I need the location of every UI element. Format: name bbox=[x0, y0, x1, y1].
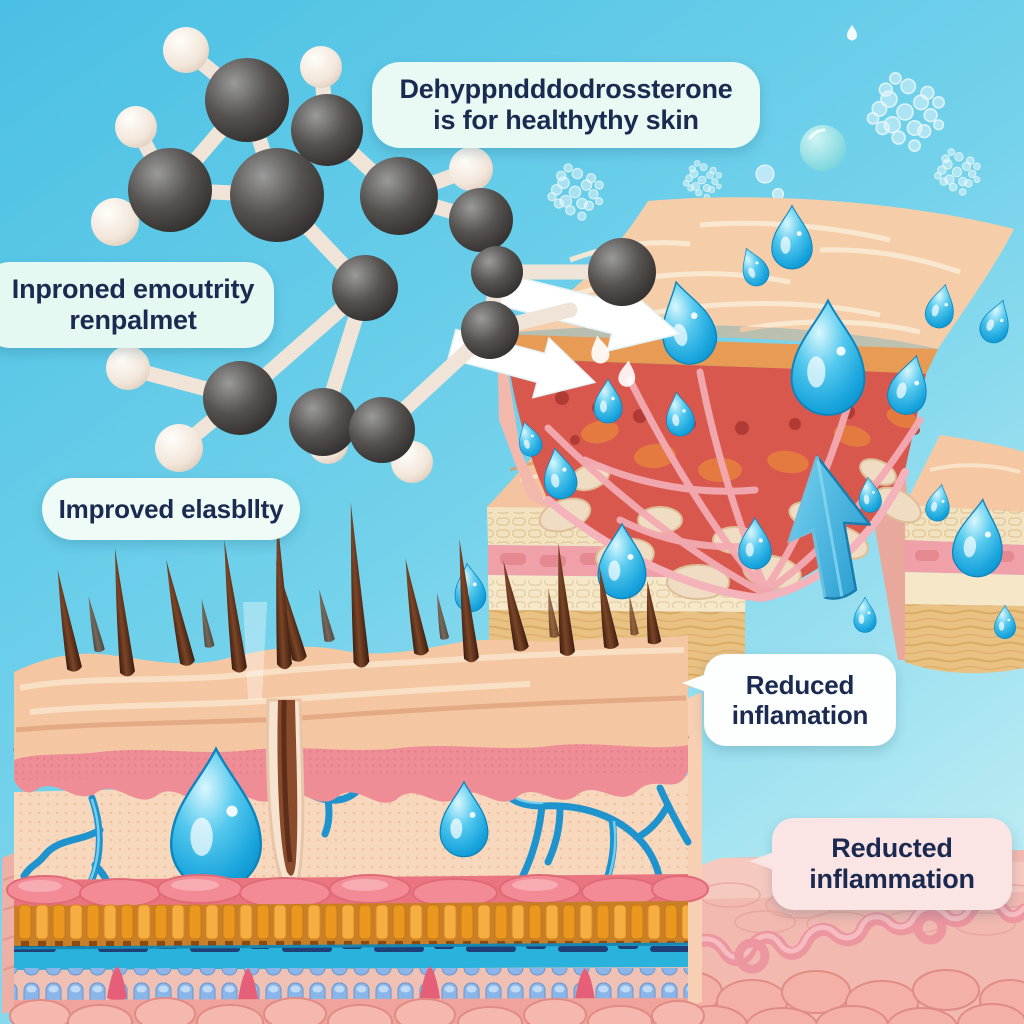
reduced-inflammation-label: Reduced inflamation bbox=[682, 654, 896, 746]
elasticity-label: Improved elasbllty bbox=[42, 478, 300, 540]
moisture-label: Inproned emoutrity renpalmet bbox=[0, 262, 274, 348]
bubbles bbox=[755, 24, 858, 200]
reducted-inflammation-label: Reducted inflammation bbox=[749, 818, 1012, 910]
hairy-skin-block bbox=[2, 501, 709, 1024]
title-label: Dehyppndddodrossterone is for healthythy… bbox=[372, 62, 760, 148]
molecule-model bbox=[91, 27, 656, 483]
up-arrow-icon bbox=[786, 455, 872, 600]
